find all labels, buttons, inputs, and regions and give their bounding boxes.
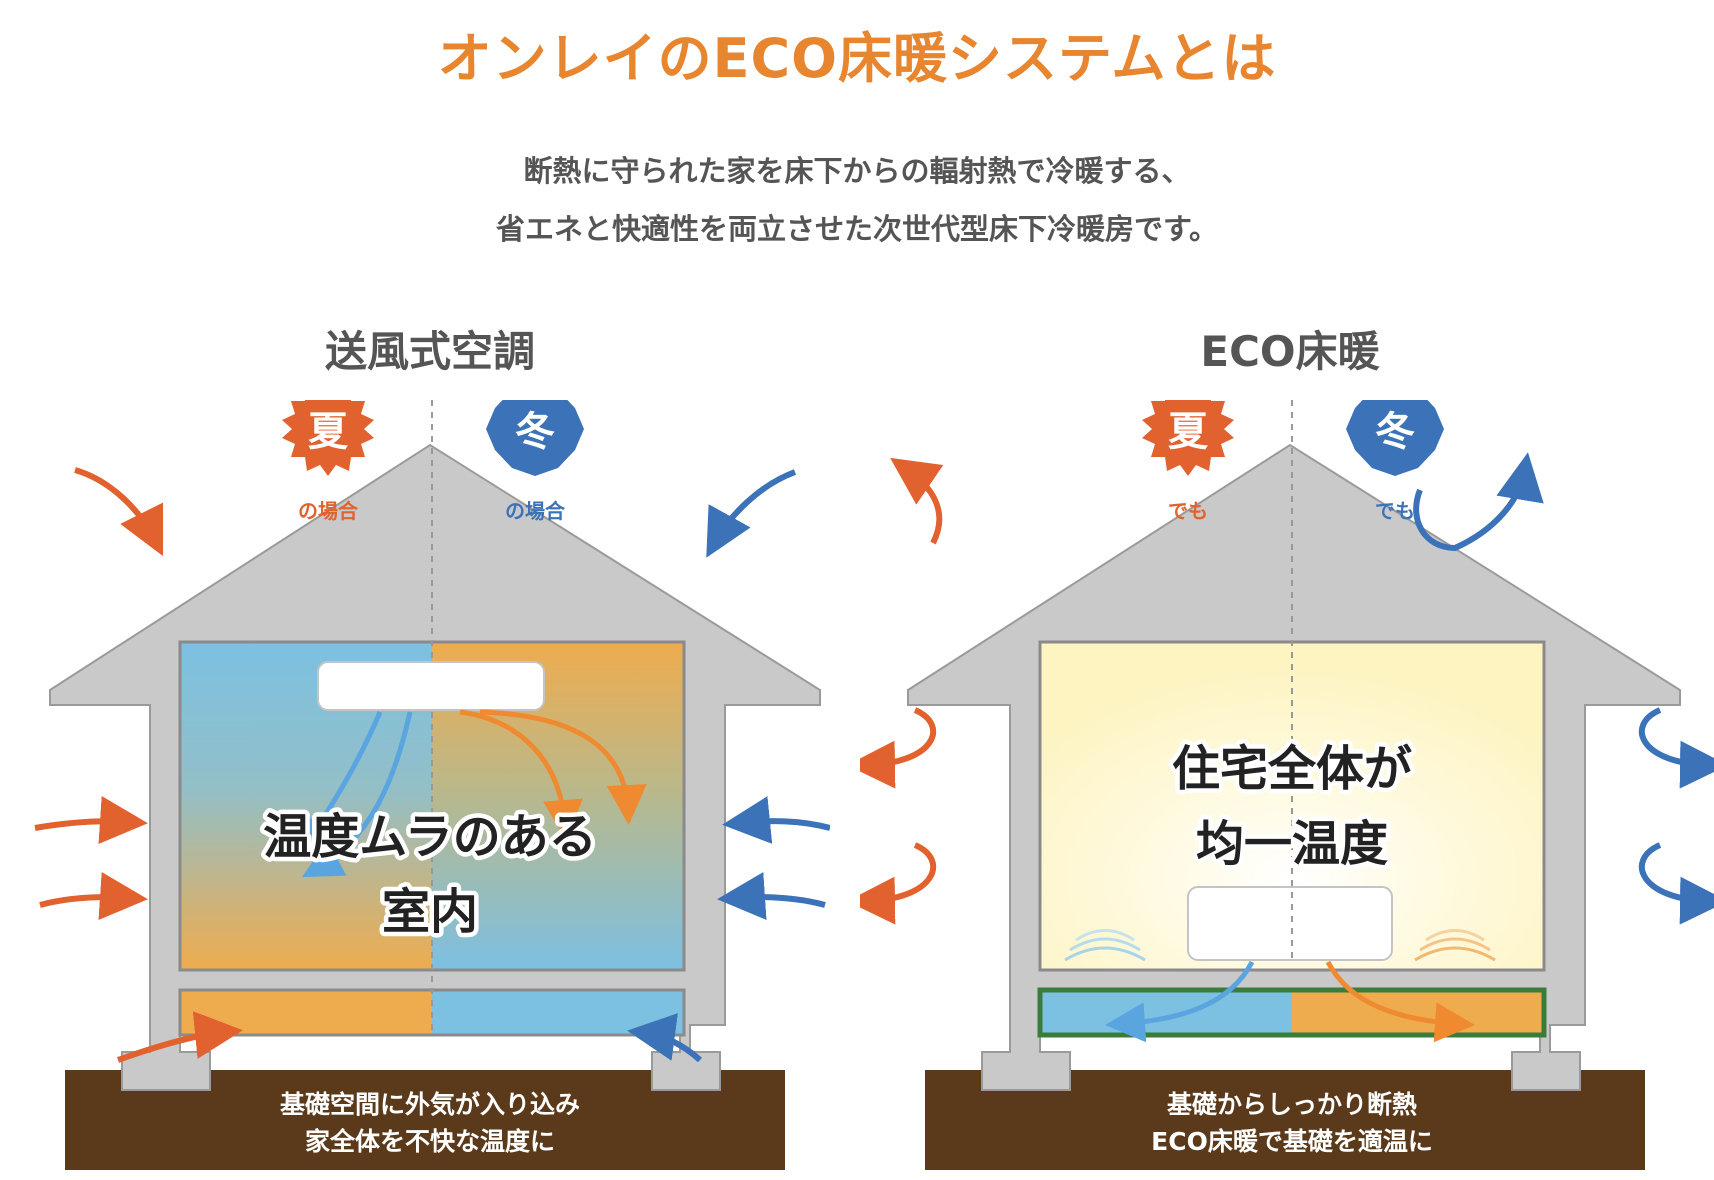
summer-sun-icon [282, 400, 374, 476]
winter-snow-icon [1346, 400, 1444, 476]
summer-badge-label: 夏 [1168, 409, 1209, 455]
summer-sun-icon [1142, 400, 1234, 476]
page-title: オンレイのECO床暖システムとは [437, 27, 1277, 90]
crawl-space-cool [1040, 990, 1292, 1035]
heat-entry-roof-arrow [74, 467, 164, 557]
ground-caption-line-2: ECO床暖で基礎を適温に [1151, 1127, 1433, 1156]
winter-badge-label: 冬 [515, 409, 555, 455]
ground-caption-line-2: 家全体を不快な温度に [305, 1127, 555, 1156]
floor-heating-unit [1187, 886, 1393, 961]
winter-caption: でも [1375, 499, 1415, 523]
intro-line-1: 断熱に守られた家を床下からの輻射熱で冷暖する、 [523, 154, 1191, 188]
cold-entry-roof-arrow [706, 469, 797, 558]
room-message-line-2: 室内 [382, 884, 478, 940]
winter-snow-icon [486, 400, 584, 476]
conventional-heading: 送風式空調 [324, 327, 535, 376]
foundation-insulation [1037, 987, 1547, 1038]
eco-house-diagram: 夏 でも 冬 でも 住宅全体が 均一温度 基礎からしっかり断熱 ECO床暖で基礎… [860, 400, 1714, 1170]
radiant-cool-waves [1064, 929, 1146, 962]
winter-badge-label: 冬 [1375, 409, 1415, 455]
ground-caption-line-1: 基礎からしっかり断熱 [1167, 1090, 1417, 1119]
crawl-space-warm [1292, 990, 1544, 1035]
ground-caption-line-1: 基礎空間に外気が入り込み [280, 1090, 580, 1119]
wall-air-conditioner [317, 661, 545, 711]
room-message-line-2: 均一温度 [1196, 816, 1388, 872]
cold-deflect-roof-arrow [1413, 452, 1544, 552]
eco-heading: ECO床暖 [1200, 327, 1380, 376]
room-message-line-1: 温度ムラのある [263, 809, 597, 865]
conventional-house-diagram: 夏 の場合 冬 の場合 温度ムラのある 室内 基礎空間に外気が入り込み 家全体を… [34, 400, 830, 1170]
radiant-warm-waves [1414, 929, 1496, 962]
summer-badge-label: 夏 [308, 409, 349, 455]
crawl-space-cool [432, 990, 684, 1035]
intro-line-2: 省エネと快適性を両立させた次世代型床下冷暖房です。 [495, 212, 1219, 246]
crawl-space-warm [180, 990, 432, 1035]
summer-caption: の場合 [298, 499, 359, 523]
summer-caption: でも [1168, 499, 1208, 523]
heat-deflect-roof-arrow [890, 457, 944, 545]
winter-caption: の場合 [505, 499, 566, 523]
room-message-line-1: 住宅全体が [1172, 741, 1412, 797]
